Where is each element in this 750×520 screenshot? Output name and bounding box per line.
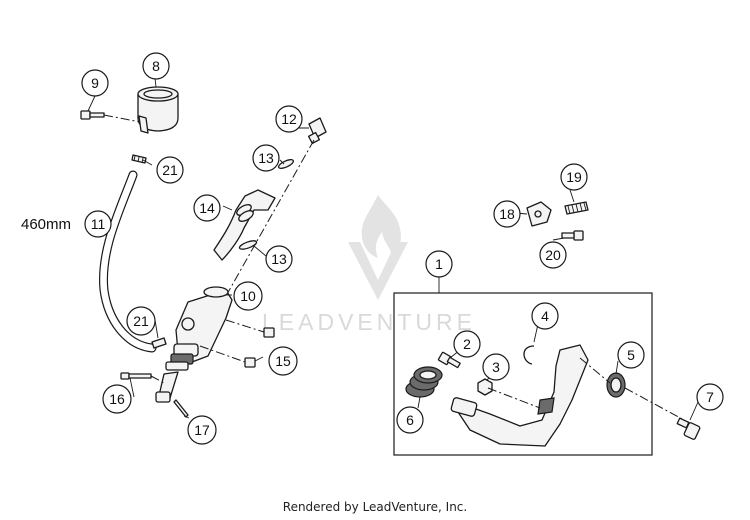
callout-17: 17 <box>187 415 217 445</box>
callout-15: 15 <box>268 346 298 376</box>
return-spring-part <box>405 366 443 398</box>
callout-19: 19 <box>560 163 588 191</box>
callout-13-lower-label: 13 <box>271 251 287 267</box>
reservoir-part <box>137 86 179 134</box>
callout-14: 14 <box>193 194 221 222</box>
callout-3-label: 3 <box>492 359 500 375</box>
fitting-part <box>307 117 327 145</box>
callout-10-label: 10 <box>240 288 256 304</box>
callout-16: 16 <box>102 384 132 414</box>
bolt-20-part <box>561 230 584 241</box>
watermark-logo-icon <box>348 195 408 300</box>
footer-credit: Rendered by LeadVenture, Inc. <box>282 500 468 514</box>
o-ring-upper-part <box>277 159 295 169</box>
callout-20-label: 20 <box>545 247 561 263</box>
callout-21-lower-label: 21 <box>133 313 149 329</box>
watermark: LEADVENTURE <box>262 195 476 335</box>
callout-11-label: 11 <box>91 216 106 232</box>
callout-8: 8 <box>142 52 170 80</box>
callout-12-label: 12 <box>281 111 297 127</box>
callout-18: 18 <box>493 200 521 228</box>
callout-1: 1 <box>425 250 453 278</box>
callout-17-label: 17 <box>194 422 210 438</box>
callout-7-label: 7 <box>706 389 714 405</box>
callout-21-upper: 21 <box>156 156 184 184</box>
bracket-part <box>526 201 552 227</box>
master-cylinder-part <box>155 286 233 403</box>
callout-5-label: 5 <box>627 347 635 363</box>
callout-21-lower: 21 <box>126 306 156 336</box>
bolt-9-part <box>80 110 105 120</box>
callout-3: 3 <box>482 353 510 381</box>
callout-6: 6 <box>396 406 424 434</box>
callout-14-label: 14 <box>199 200 215 216</box>
callout-13-upper-label: 13 <box>258 150 274 166</box>
callout-11: 11 <box>84 210 112 238</box>
mount-bolt-lower-part <box>244 357 256 368</box>
hose-clamp-upper-part <box>131 154 147 164</box>
callout-10: 10 <box>233 281 263 311</box>
mount-bolt-upper-part <box>263 327 275 338</box>
callout-21-upper-label: 21 <box>162 162 178 178</box>
nut-part <box>477 378 493 396</box>
bolt-7-part <box>676 417 701 440</box>
callout-9: 9 <box>81 69 109 97</box>
bearing-part <box>606 372 626 398</box>
callout-5: 5 <box>617 341 645 369</box>
callout-4: 4 <box>531 302 559 330</box>
pin-part <box>120 372 152 380</box>
hose-clamp-lower-part <box>151 337 167 349</box>
callout-8-label: 8 <box>152 58 160 74</box>
callout-19-label: 19 <box>566 169 582 185</box>
callout-7: 7 <box>696 383 724 411</box>
callout-13-upper: 13 <box>252 144 280 172</box>
hose-part <box>98 170 157 353</box>
callout-4-label: 4 <box>541 308 549 324</box>
shift-lever-part <box>450 344 589 447</box>
callout-1-label: 1 <box>435 256 443 272</box>
assembly-group-box <box>393 292 653 456</box>
callout-2: 2 <box>453 330 481 358</box>
hose-fitting-part <box>213 189 276 261</box>
circlip-part <box>523 345 535 365</box>
callout-2-label: 2 <box>463 336 471 352</box>
callout-20: 20 <box>539 241 567 269</box>
callout-13-lower: 13 <box>265 245 293 273</box>
hose-length-label: 460mm <box>21 216 71 233</box>
cotter-pin-part <box>173 399 189 418</box>
bolt-2-part <box>437 351 461 369</box>
callout-9-label: 9 <box>91 75 99 91</box>
spring-part <box>564 201 589 215</box>
callout-16-label: 16 <box>109 391 125 407</box>
callout-6-label: 6 <box>406 412 414 428</box>
callout-15-label: 15 <box>275 353 291 369</box>
watermark-text: LEADVENTURE <box>262 309 476 335</box>
callout-18-label: 18 <box>499 206 515 222</box>
callout-12: 12 <box>275 105 303 133</box>
o-ring-lower-part <box>238 240 258 250</box>
